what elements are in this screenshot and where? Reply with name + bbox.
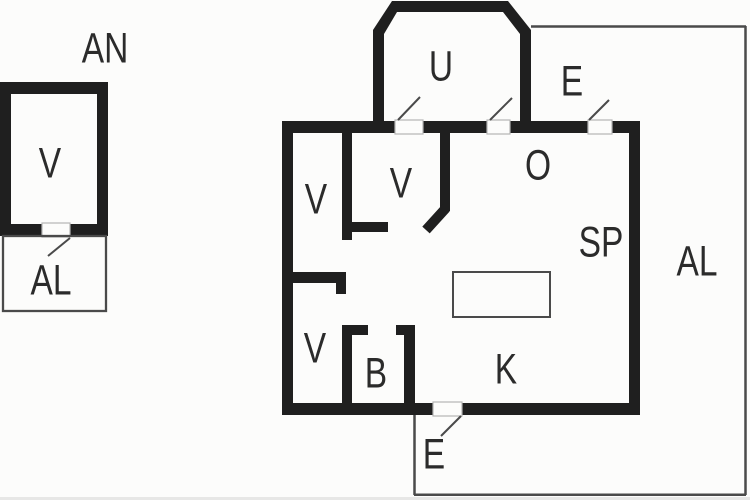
annex-terrace-outline [1,234,108,313]
door-swing-porch-right [489,97,513,121]
wall-upper-bedroom-divider [342,133,352,240]
house-wall-left [282,121,293,415]
room-label-kitchen: K [494,345,518,394]
room-label-hall: O [524,141,552,190]
door-opening-porch-right [486,119,511,135]
room-label-bathroom: B [364,349,388,398]
wall-upper-bedroom-stub [342,222,388,232]
annex-title: AN [81,24,129,73]
door-swing-entrance-bottom [440,415,462,437]
room-label-annex-terrace: AL [30,256,72,305]
room-label-terrace-right: AL [676,237,718,286]
house-wall-right [629,121,640,415]
room-label-bedroom-upper: V [304,175,328,224]
wall-hall-divider [440,133,450,211]
room-label-bedroom-middle: V [389,159,413,208]
bathroom-wall-left [342,325,352,415]
porch-floor [384,12,520,122]
image-edge [0,497,750,500]
door-opening-terrace-top [587,119,613,135]
bathroom-wall-right [404,325,415,415]
room-label-living-room: SP [578,218,624,267]
table-outline [452,271,551,318]
wall-hall-door-angled [422,204,450,234]
door-swing-porch-left [397,96,421,121]
annex-door-swing-line [47,237,71,257]
door-swing-terrace-top [588,99,610,121]
wall-lower-divider [282,272,346,283]
room-label-entry-top: E [560,57,584,106]
room-label-bedroom-lower: V [303,324,327,373]
door-opening-porch-left [394,119,424,135]
room-label-entry-bottom: E [422,430,446,479]
annex-room-floor [11,94,97,224]
house-wall-top [282,121,640,133]
wall-lower-stub [336,272,346,294]
bathroom-wall-top-left [342,325,368,335]
room-label-annex-bedroom: V [38,139,62,188]
room-label-entrance-porch: U [428,42,454,91]
door-opening-entrance-bottom [432,401,463,417]
